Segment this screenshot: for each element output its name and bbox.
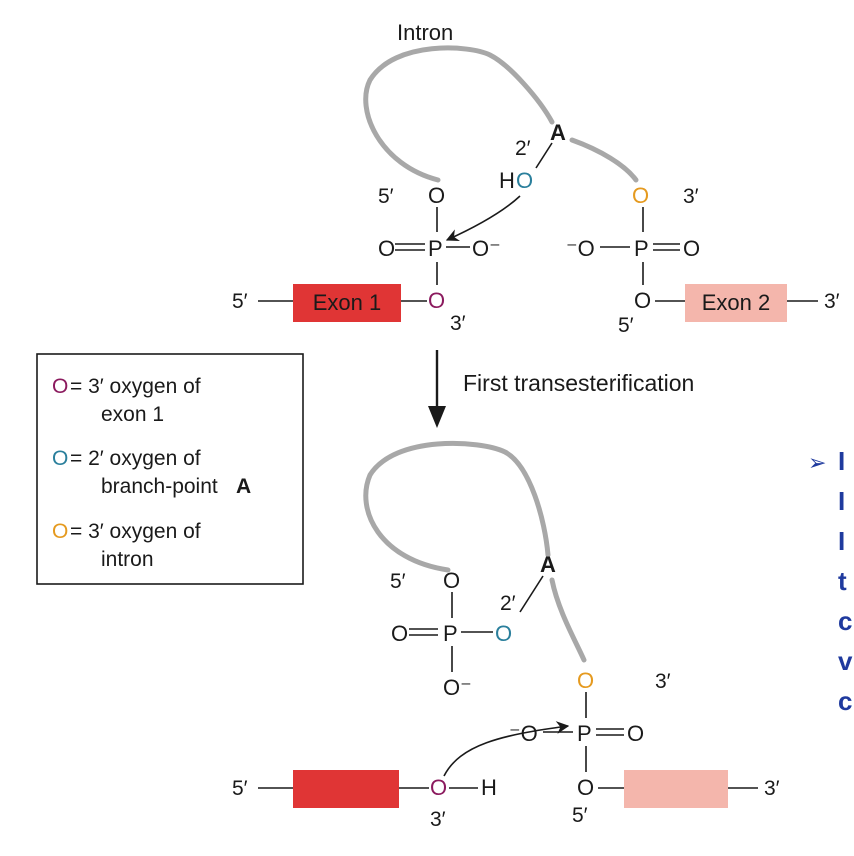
legend-row1-line1: = 3′ oxygen of [70, 375, 201, 398]
three-prime-exon1-top: 3′ [450, 312, 466, 335]
branch-point-a-bottom: A [540, 552, 556, 577]
reaction-arrow-head [428, 406, 446, 428]
hydrogen-bottom: H [481, 775, 497, 800]
legend-o-intron: O [52, 520, 68, 543]
legend-o-exon1: O [52, 375, 68, 398]
phosphorus-bottom-right: P [577, 721, 592, 746]
side-letter-1: I [838, 446, 845, 476]
o-minus-top-left: O⁻ [472, 236, 501, 261]
three-prime-exon1-bottom: 3′ [430, 808, 446, 831]
three-prime-intron-top: 3′ [683, 185, 699, 208]
intron-loop-top [363, 45, 555, 183]
five-prime-intron-top: 5′ [378, 185, 394, 208]
intron-oxygen-top: O [632, 183, 649, 208]
attack-arrow-bottom [443, 721, 570, 777]
legend-o-branch: O [52, 447, 68, 470]
legend-row1-line2: exon 1 [101, 403, 164, 426]
intron-loop-bottom [363, 440, 551, 573]
five-prime-left-bottom: 5′ [232, 777, 248, 800]
exon1-box-top [293, 284, 401, 322]
branch-oxygen-bottom: O [495, 621, 512, 646]
three-prime-intron-bottom: 3′ [655, 670, 671, 693]
branch-point-a: A [550, 120, 566, 145]
exon1-oxygen-top: O [428, 288, 445, 313]
oxo-oxygen-bottom: O [391, 621, 408, 646]
side-letter-3: I [838, 526, 845, 556]
o-minus-bottom-left: O⁻ [443, 675, 472, 700]
five-prime-intron-bottom: 5′ [390, 570, 406, 593]
exon2-box-top [685, 284, 787, 322]
exon2-box-bottom [624, 770, 728, 808]
exon1-box-bottom [293, 770, 399, 808]
oxo-oxygen-top: O [378, 236, 395, 261]
side-letter-6: v [838, 646, 853, 676]
minus-o-top-right: ⁻O [566, 236, 595, 261]
two-prime-label-bottom: 2′ [500, 592, 516, 615]
exon1-oxygen-bottom: O [430, 775, 447, 800]
intron-branch-to-3prime-top [569, 137, 639, 183]
side-bullet: ➢ [808, 450, 826, 475]
intron-oxygen-bottom: O [577, 668, 594, 693]
phosphorus-bottom-left: P [443, 621, 458, 646]
side-letter-2: I [838, 486, 845, 516]
legend-row2-line2: branch-point [101, 475, 218, 498]
oxygen-5prime-exon2-bottom: O [577, 775, 594, 800]
legend-row2-bold-a: A [236, 475, 251, 498]
hydroxyl-h: H [499, 168, 515, 193]
five-prime-left-top: 5′ [232, 290, 248, 313]
oxo-oxygen-bottom-right: O [627, 721, 644, 746]
phosphorus-top-right: P [634, 236, 649, 261]
exon1-label: Exon 1 [313, 290, 382, 315]
a-to-o-bond-bottom [519, 575, 544, 613]
intron-branch-to-3prime-bottom [549, 577, 587, 663]
two-prime-label-top: 2′ [515, 137, 531, 160]
five-prime-exon2-top: 5′ [618, 314, 634, 337]
five-prime-exon2-bottom: 5′ [572, 804, 588, 827]
side-letter-5: c [838, 606, 852, 636]
oxo-oxygen-top-right: O [683, 236, 700, 261]
oxygen-5prime-exon2-top: O [634, 288, 651, 313]
three-prime-right-bottom: 3′ [764, 777, 780, 800]
legend-row3-line1: = 3′ oxygen of [70, 520, 201, 543]
legend-row3-line2: intron [101, 548, 154, 571]
branch-oxygen-top: O [516, 168, 533, 193]
phosphorus-top-left: P [428, 236, 443, 261]
oxygen-5prime-top: O [428, 183, 445, 208]
side-letter-7: c [838, 686, 852, 716]
legend-row2-line1: = 2′ oxygen of [70, 447, 201, 470]
attack-arrow-top [445, 195, 521, 242]
a-to-oh-bond [535, 142, 553, 169]
side-text-fragments: I I I t c v c [838, 446, 853, 716]
intron-label: Intron [397, 20, 453, 45]
oxygen-5prime-bottom: O [443, 568, 460, 593]
exon2-label: Exon 2 [702, 290, 771, 315]
legend-box [36, 353, 304, 585]
reaction-caption: First transesterification [463, 370, 694, 396]
three-prime-right-top: 3′ [824, 290, 840, 313]
side-letter-4: t [838, 566, 847, 596]
